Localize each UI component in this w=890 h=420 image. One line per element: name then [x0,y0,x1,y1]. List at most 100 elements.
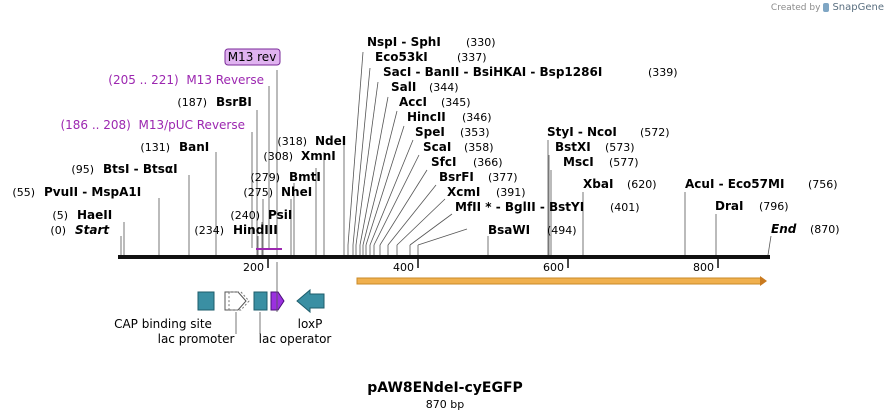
brand-prefix: Created by [770,2,821,13]
site-name: XmnI [301,149,336,163]
site-pos: (796) [759,200,789,213]
ruler-label-200: 200 [243,261,264,274]
site-name: BtsI - BtsαI [103,162,178,176]
site-sali[interactable]: SalI (344) [391,80,459,94]
site-psii[interactable]: (240) PsiI [230,208,292,222]
site-name: BsaWI [488,223,530,237]
orf-arrow[interactable] [356,276,767,286]
snapgene-logo-icon [823,3,830,12]
site-pos: (620) [627,178,657,191]
site-name: AccI [399,95,427,109]
snapgene-brand: Created by SnapGene [771,2,884,13]
site-end[interactable]: End (870) [771,222,840,236]
site-msci[interactable]: MscI (577) [563,155,639,169]
site-pos: (131) [140,141,170,154]
site-bsawi[interactable]: BsaWI (494) [488,223,577,237]
site-pos: (391) [496,186,526,199]
site-xbai[interactable]: XbaI (620) [583,177,657,191]
site-hincii[interactable]: HincII (346) [407,110,492,124]
site-pos: (358) [464,141,494,154]
site-pos: (187) [177,96,207,109]
site-bsrfi[interactable]: BsrFI (377) [439,170,518,184]
site-pos: (337) [457,51,487,64]
site-eco53ki[interactable]: Eco53kI (337) [375,50,487,64]
site-start[interactable]: (0) Start [50,223,110,237]
site-xmni[interactable]: (308) XmnI [263,149,335,163]
ruler-label-600: 600 [543,261,564,274]
site-name: DraI [715,199,743,213]
site-pos: (95) [71,163,94,176]
site-btsi[interactable]: (95) BtsI - BtsαI [71,162,177,176]
site-spei[interactable]: SpeI (353) [415,125,490,139]
site-pos: (279) [250,171,280,184]
site-scai[interactable]: ScaI (358) [423,140,494,154]
site-bsrbi[interactable]: (187) BsrBI [177,95,251,109]
site-pos: (494) [547,224,577,237]
brand-name: SnapGene [832,2,884,13]
site-name: PvuII - MspA1I [44,185,141,199]
site-xcmi[interactable]: XcmI (391) [447,185,526,199]
ruler-label-800: 800 [693,261,714,274]
site-name: AcuI - Eco57MI [685,177,784,191]
site-acci[interactable]: AccI (345) [399,95,471,109]
site-nhei[interactable]: (275) NheI [243,185,312,199]
site-name: BmtI [289,170,321,184]
site-pos: (366) [473,156,503,169]
site-name: StyI - NcoI [547,125,617,139]
plasmid-length: 870 bp [425,398,465,411]
primer-m13-puc-reverse-label[interactable]: (186 .. 208) M13/pUC Reverse [60,118,245,132]
site-pos: (756) [808,178,838,191]
lac-operator-glyph[interactable] [270,291,285,311]
site-pos: (0) [50,224,66,237]
site-name: SalI [391,80,416,94]
site-pos: (577) [609,156,639,169]
site-hindiii[interactable]: (234) HindIII [194,223,277,237]
site-pos: (346) [462,111,492,124]
site-bani[interactable]: (131) BanI [140,140,209,154]
primer-m13-rev[interactable]: M13 rev [224,48,281,66]
site-pos: (377) [488,171,518,184]
site-sfci[interactable]: SfcI (366) [431,155,503,169]
feature-box-glyph[interactable] [253,291,268,311]
site-name: HincII [407,110,446,124]
site-name: MscI [563,155,594,169]
site-haeii[interactable]: (5) HaeII [52,208,112,222]
site-name: HaeII [77,208,112,222]
site-pos: (330) [466,36,496,49]
feature-leader-lines [235,262,278,334]
site-pos: (275) [243,186,273,199]
site-pos: (401) [610,201,640,214]
site-acui[interactable]: AcuI - Eco57MI (756) [685,177,838,191]
site-leader-lines [120,51,772,256]
site-mfii[interactable]: MfII * - BglII - BstYI (401) [455,200,640,214]
lac-operator-label: lac operator [259,332,332,346]
site-name: BanI [179,140,209,154]
cap-binding-site-glyph[interactable] [197,291,215,311]
sequence-backbone [118,255,770,259]
site-pos: (572) [640,126,670,139]
site-name: XbaI [583,177,613,191]
site-name: BstXI [555,140,591,154]
site-pos: (55) [12,186,35,199]
primer-m13-reverse-label[interactable]: (205 .. 221) M13 Reverse [108,73,264,87]
lac-promoter-arrow-icon[interactable] [224,291,250,311]
site-saci[interactable]: SacI - BanII - BsiHKAI - Bsp1286I (339) [383,65,678,79]
site-name: NdeI [315,134,346,148]
site-drai[interactable]: DraI (796) [715,199,789,213]
site-pvuii[interactable]: (55) PvuII - MspA1I [12,185,141,199]
loxp-label: loxP [298,317,323,331]
site-styi[interactable]: StyI - NcoI (572) [547,125,670,139]
site-name: End [771,222,797,236]
site-ndei[interactable]: (318) NdeI [277,134,346,148]
site-name: Eco53kI [375,50,428,64]
site-bstxi[interactable]: BstXI (573) [555,140,635,154]
site-bmti[interactable]: (279) BmtI [250,170,320,184]
loxp-arrow-icon[interactable] [296,288,325,314]
site-name: SpeI [415,125,445,139]
site-name: SacI - BanII - BsiHKAI - Bsp1286I [383,65,602,79]
site-nspi[interactable]: NspI - SphI (330) [367,35,496,49]
site-name: NspI - SphI [367,35,441,49]
ruler-label-400: 400 [393,261,414,274]
